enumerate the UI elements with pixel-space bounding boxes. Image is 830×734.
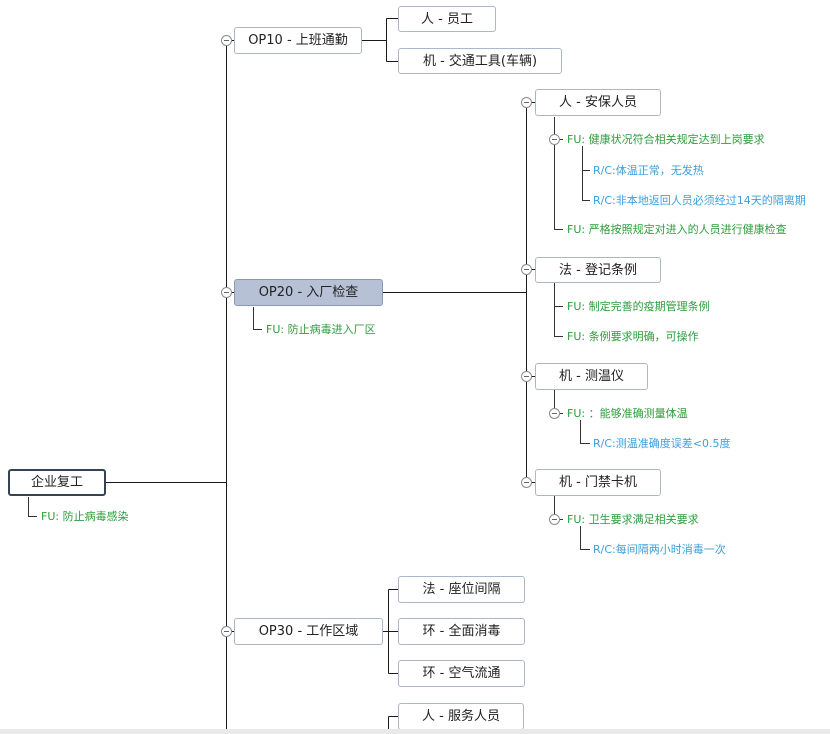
op30-child-disinfection[interactable]: 环 - 全面消毒 [398, 618, 525, 645]
collapse-security-fu-icon[interactable] [549, 134, 560, 145]
thermometer-fu1: FU: ：能够准确测量体温 [567, 407, 688, 420]
op30-child-label: 环 - 空气流通 [422, 666, 501, 681]
horizontal-scrollbar-track[interactable] [0, 729, 830, 734]
registration-node[interactable]: 法 - 登记条例 [535, 257, 661, 283]
thermometer-rc1: R/C:测温准确度误差<0.5度 [593, 437, 731, 450]
op10-child-label: 机 - 交通工具(车辆) [422, 53, 538, 69]
registration-fu1: FU: 制定完善的疫期管理条例 [567, 300, 710, 313]
gate-rc1: R/C:每间隔两小时消毒一次 [593, 543, 726, 556]
gate-node[interactable]: 机 - 门禁卡机 [535, 469, 661, 496]
collapse-gate-icon[interactable] [521, 477, 532, 488]
security-node[interactable]: 人 - 安保人员 [535, 89, 661, 116]
security-fu1: FU: 健康状况符合相关规定达到上岗要求 [567, 133, 765, 146]
connector-op10-children [362, 18, 398, 62]
op10-node[interactable]: OP10 - 上班通勤 [234, 27, 362, 54]
registration-label: 法 - 登记条例 [559, 262, 637, 278]
op10-child-vehicle[interactable]: 机 - 交通工具(车辆) [398, 48, 562, 74]
thermometer-node[interactable]: 机 - 测温仪 [535, 363, 648, 390]
op30-child-label: 法 - 座位间隔 [422, 582, 501, 597]
op10-child-label: 人 - 员工 [421, 11, 473, 27]
connector-op20-children [526, 102, 535, 483]
security-rc2: R/C:非本地返回人员必须经过14天的隔离期 [593, 194, 806, 207]
op10-child-staff[interactable]: 人 - 员工 [398, 6, 496, 32]
op30-node[interactable]: OP30 - 工作区域 [234, 618, 383, 645]
registration-fu2: FU: 条例要求明确，可操作 [567, 330, 699, 343]
root-node[interactable]: 企业复工 [8, 469, 106, 496]
op40-child-service-staff[interactable]: 人 - 服务人员 [398, 703, 524, 730]
connector-op30-children [383, 589, 398, 674]
op20-label: OP20 - 入厂检查 [258, 285, 359, 300]
gate-label: 机 - 门禁卡机 [559, 475, 637, 490]
collapse-op20-icon[interactable] [221, 287, 232, 298]
op30-label: OP30 - 工作区域 [258, 624, 359, 639]
root-label: 企业复工 [30, 475, 83, 490]
collapse-security-icon[interactable] [521, 97, 532, 108]
security-rc1: R/C:体温正常，无发热 [593, 164, 704, 177]
connector-op20-trunk [383, 102, 527, 482]
collapse-thermometer-icon[interactable] [521, 371, 532, 382]
root-note: FU: 防止病毒感染 [41, 510, 129, 523]
collapse-thermometer-fu-icon[interactable] [549, 408, 560, 419]
op20-note: FU: 防止病毒进入厂区 [266, 323, 376, 336]
op30-child-label: 环 - 全面消毒 [422, 624, 501, 639]
op40-child-label: 人 - 服务人员 [422, 709, 500, 724]
collapse-op10-icon[interactable] [221, 35, 232, 46]
security-label: 人 - 安保人员 [559, 95, 637, 110]
thermometer-label: 机 - 测温仪 [559, 369, 624, 384]
op30-child-seating[interactable]: 法 - 座位间隔 [398, 576, 525, 603]
op10-label: OP10 - 上班通勤 [248, 33, 348, 48]
op30-child-ventilation[interactable]: 环 - 空气流通 [398, 660, 525, 687]
collapse-registration-icon[interactable] [521, 264, 532, 275]
op20-node[interactable]: OP20 - 入厂检查 [234, 279, 383, 306]
security-fu2: FU: 严格按照规定对进入的人员进行健康检查 [567, 223, 787, 236]
gate-fu1: FU: 卫生要求满足相关要求 [567, 513, 699, 526]
collapse-gate-fu-icon[interactable] [549, 514, 560, 525]
collapse-op30-icon[interactable] [221, 626, 232, 637]
